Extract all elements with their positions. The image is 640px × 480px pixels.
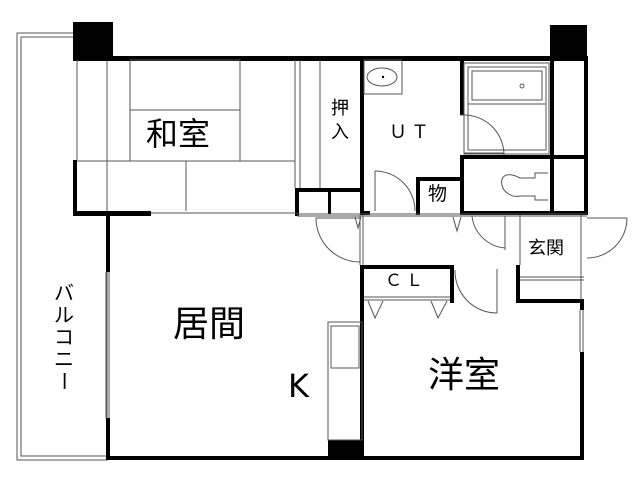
- room-label-storage: 物: [428, 183, 448, 205]
- balcony-char: コ: [54, 325, 74, 349]
- room-label-yoshitsu: 洋室: [428, 355, 501, 396]
- walls: [73, 56, 588, 460]
- room-label-kitchen: K: [288, 367, 309, 405]
- balcony-char: ニ: [54, 347, 74, 371]
- pillar-right: [550, 25, 587, 60]
- room-label-oshiire-2: 入: [331, 122, 349, 143]
- room-label-closet: ＣＬ: [385, 271, 427, 291]
- room-label-washitsu: 和室: [146, 115, 211, 153]
- balcony-char: ー: [52, 371, 76, 391]
- bath-drain: [519, 83, 525, 89]
- room-label-living: 居間: [173, 304, 246, 345]
- room-label-oshiire-1: 押: [331, 98, 349, 119]
- balcony-char: バ: [54, 281, 74, 305]
- balcony-char: ル: [54, 303, 74, 327]
- room-label-balcony: バ ル コ ニ ー: [52, 281, 76, 392]
- sink-basin: [366, 67, 398, 87]
- room-label-genkan: 玄関: [528, 238, 564, 259]
- balcony-outline: [16, 32, 108, 461]
- door-swings: [315, 114, 628, 320]
- thin-lines: [76, 59, 587, 441]
- pillar-left: [73, 22, 113, 60]
- room-label-utility: ＵＴ: [389, 122, 433, 143]
